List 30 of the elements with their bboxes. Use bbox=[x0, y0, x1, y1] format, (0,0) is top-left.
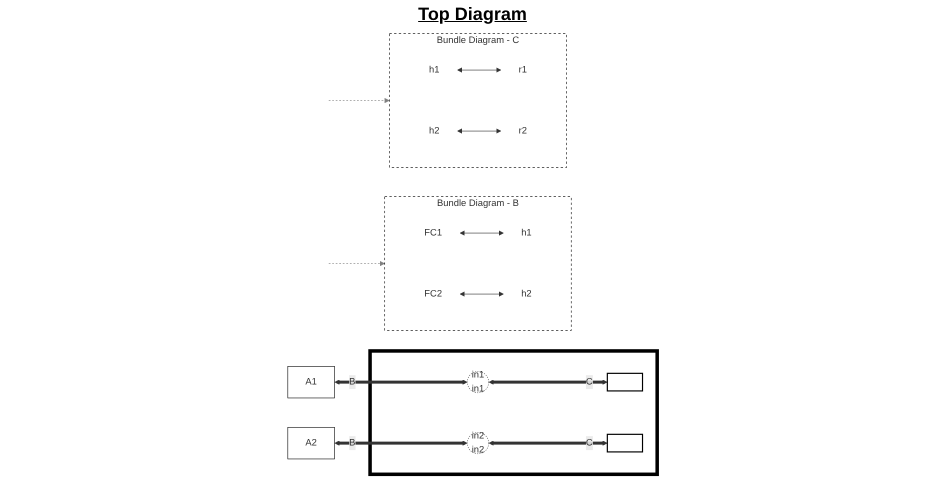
arrow bbox=[328, 261, 385, 266]
node-text: FC1 bbox=[424, 228, 442, 238]
arrow bbox=[334, 440, 468, 446]
node-box bbox=[606, 372, 644, 392]
cluster bbox=[368, 349, 659, 476]
node-box: A2 bbox=[288, 427, 335, 460]
node-text: h2 bbox=[429, 126, 440, 136]
edge-label: B bbox=[349, 438, 356, 448]
arrow bbox=[460, 230, 504, 236]
node-box bbox=[606, 434, 644, 452]
node-circle: in1 in1 bbox=[467, 371, 489, 394]
diagram-title: Top Diagram bbox=[417, 4, 528, 25]
arrow bbox=[460, 291, 504, 297]
arrow bbox=[328, 98, 390, 104]
arrow bbox=[457, 67, 502, 73]
arrow bbox=[488, 440, 608, 446]
node-text: h2 bbox=[521, 288, 532, 299]
node-circle: in2 in2 bbox=[467, 432, 489, 454]
arrow bbox=[334, 380, 468, 385]
arrow bbox=[488, 380, 608, 385]
node-box: A1 bbox=[288, 366, 335, 398]
node-text: h1 bbox=[429, 64, 440, 75]
edge-label: B bbox=[349, 376, 356, 387]
edge-label: C bbox=[586, 438, 593, 448]
edge-label: C bbox=[586, 376, 593, 387]
arrow bbox=[457, 128, 502, 134]
node-text: FC2 bbox=[424, 288, 442, 299]
node-text: h1 bbox=[521, 228, 532, 238]
node-text: r2 bbox=[518, 126, 527, 136]
node-text: r1 bbox=[518, 64, 527, 75]
